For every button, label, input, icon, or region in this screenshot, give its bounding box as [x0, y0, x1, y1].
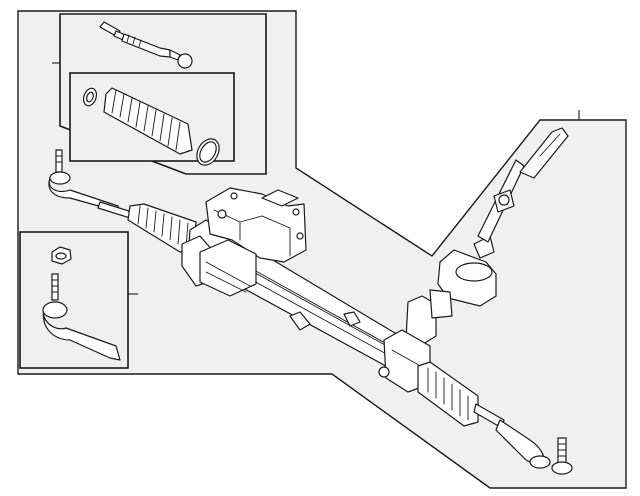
- tie-rod-nut-part: [51, 246, 72, 265]
- outer-tie-rod-end-part: [42, 273, 121, 361]
- steering-gear-rack-assembly-part: [48, 127, 573, 475]
- inner-tie-rod-part: [99, 21, 193, 69]
- boot-kit-part: [82, 87, 220, 166]
